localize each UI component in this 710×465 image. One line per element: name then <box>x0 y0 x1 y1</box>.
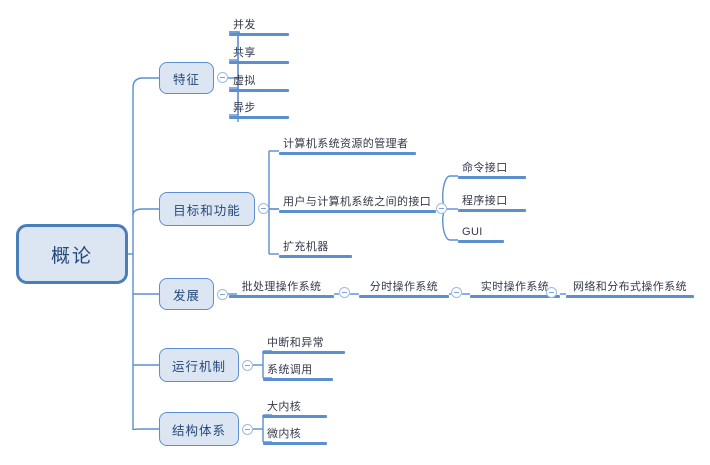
branch-node-label: 发展 <box>172 288 200 303</box>
chain-underline <box>229 295 334 298</box>
leaf-underline <box>279 152 416 155</box>
chain-underline <box>470 295 560 298</box>
branch-node-mubiao[interactable]: 目标和功能 <box>159 192 255 226</box>
chain-label: 批处理操作系统 <box>241 281 322 293</box>
leaf-underline <box>263 442 327 445</box>
leaf-node[interactable]: 计算机系统资源的管理者 <box>279 138 416 155</box>
collapse-toggle-shishi[interactable] <box>546 287 557 298</box>
leaf-underline <box>263 351 345 354</box>
collapse-toggle-mubiao[interactable] <box>258 203 269 214</box>
leaf-label: 微内核 <box>267 428 302 440</box>
branch-node-label: 运行机制 <box>171 359 226 374</box>
leaf-underline <box>458 209 526 212</box>
leaf-node[interactable]: 大内核 <box>263 401 327 418</box>
leaf-label: 计算机系统资源的管理者 <box>283 138 409 150</box>
root-node[interactable]: 概论 <box>16 224 128 284</box>
chain-label: 分时操作系统 <box>369 281 439 293</box>
leaf-underline <box>229 61 289 64</box>
leaf-underline <box>229 89 289 92</box>
chain-underline <box>566 295 694 298</box>
branch-node-label: 特征 <box>172 72 200 87</box>
leaf-label: 程序接口 <box>462 195 508 207</box>
leaf-label: 大内核 <box>267 401 302 413</box>
branch-node-label: 目标和功能 <box>173 203 241 218</box>
leaf-node[interactable]: 虚拟 <box>229 75 289 92</box>
chain-underline <box>359 295 449 298</box>
leaf-node[interactable]: 异步 <box>229 102 289 119</box>
leaf-node[interactable]: 用户与计算机系统之间的接口 <box>279 196 436 213</box>
leaf-label: 虚拟 <box>233 75 256 87</box>
chain-node[interactable]: 网络和分布式操作系统 <box>566 281 694 298</box>
branch-node-fazhan[interactable]: 发展 <box>159 278 214 310</box>
leaf-node[interactable]: 程序接口 <box>458 195 526 212</box>
leaf-underline <box>229 33 289 36</box>
leaf-node[interactable]: 中断和异常 <box>263 337 345 354</box>
leaf-label: 命令接口 <box>462 162 508 174</box>
chain-node[interactable]: 分时操作系统 <box>359 281 449 298</box>
leaf-node[interactable]: 共享 <box>229 47 289 64</box>
leaf-underline <box>263 415 327 418</box>
leaf-label: 异步 <box>233 102 256 114</box>
leaf-label: 并发 <box>233 19 256 31</box>
collapse-toggle-yunxing[interactable] <box>242 360 253 371</box>
leaf-label: 中断和异常 <box>267 337 324 349</box>
branch-node-jiegou[interactable]: 结构体系 <box>159 412 239 446</box>
leaf-label: 扩充机器 <box>283 241 329 253</box>
collapse-toggle-fazhan[interactable] <box>217 289 228 300</box>
collapse-toggle-tezheng[interactable] <box>217 72 228 83</box>
leaf-underline <box>279 255 352 258</box>
leaf-underline <box>458 240 504 243</box>
leaf-node[interactable]: 并发 <box>229 19 289 36</box>
chain-node[interactable]: 实时操作系统 <box>470 281 560 298</box>
leaf-label: 用户与计算机系统之间的接口 <box>283 196 432 208</box>
leaf-label: 系统调用 <box>267 364 313 376</box>
leaf-label: 共享 <box>233 47 256 59</box>
collapse-toggle-jiekou[interactable] <box>436 203 447 214</box>
chain-node[interactable]: 批处理操作系统 <box>229 281 334 298</box>
branch-node-yunxing[interactable]: 运行机制 <box>159 348 239 382</box>
leaf-node[interactable]: 微内核 <box>263 428 327 445</box>
collapse-toggle-jiegou[interactable] <box>242 424 253 435</box>
chain-label: 网络和分布式操作系统 <box>573 281 687 293</box>
leaf-underline <box>263 378 333 381</box>
branch-node-tezheng[interactable]: 特征 <box>159 62 214 94</box>
collapse-toggle-fenshi[interactable] <box>451 287 462 298</box>
branch-node-label: 结构体系 <box>171 423 226 438</box>
leaf-underline <box>279 210 436 213</box>
leaf-underline <box>229 116 289 119</box>
leaf-node[interactable]: 扩充机器 <box>279 241 352 258</box>
collapse-toggle-pichuli[interactable] <box>339 287 350 298</box>
leaf-label: GUI <box>462 226 483 238</box>
leaf-node[interactable]: 命令接口 <box>458 162 526 179</box>
chain-label: 实时操作系统 <box>480 281 550 293</box>
leaf-underline <box>458 176 526 179</box>
root-node-label: 概论 <box>50 245 93 267</box>
leaf-node[interactable]: GUI <box>458 226 504 243</box>
leaf-node[interactable]: 系统调用 <box>263 364 333 381</box>
